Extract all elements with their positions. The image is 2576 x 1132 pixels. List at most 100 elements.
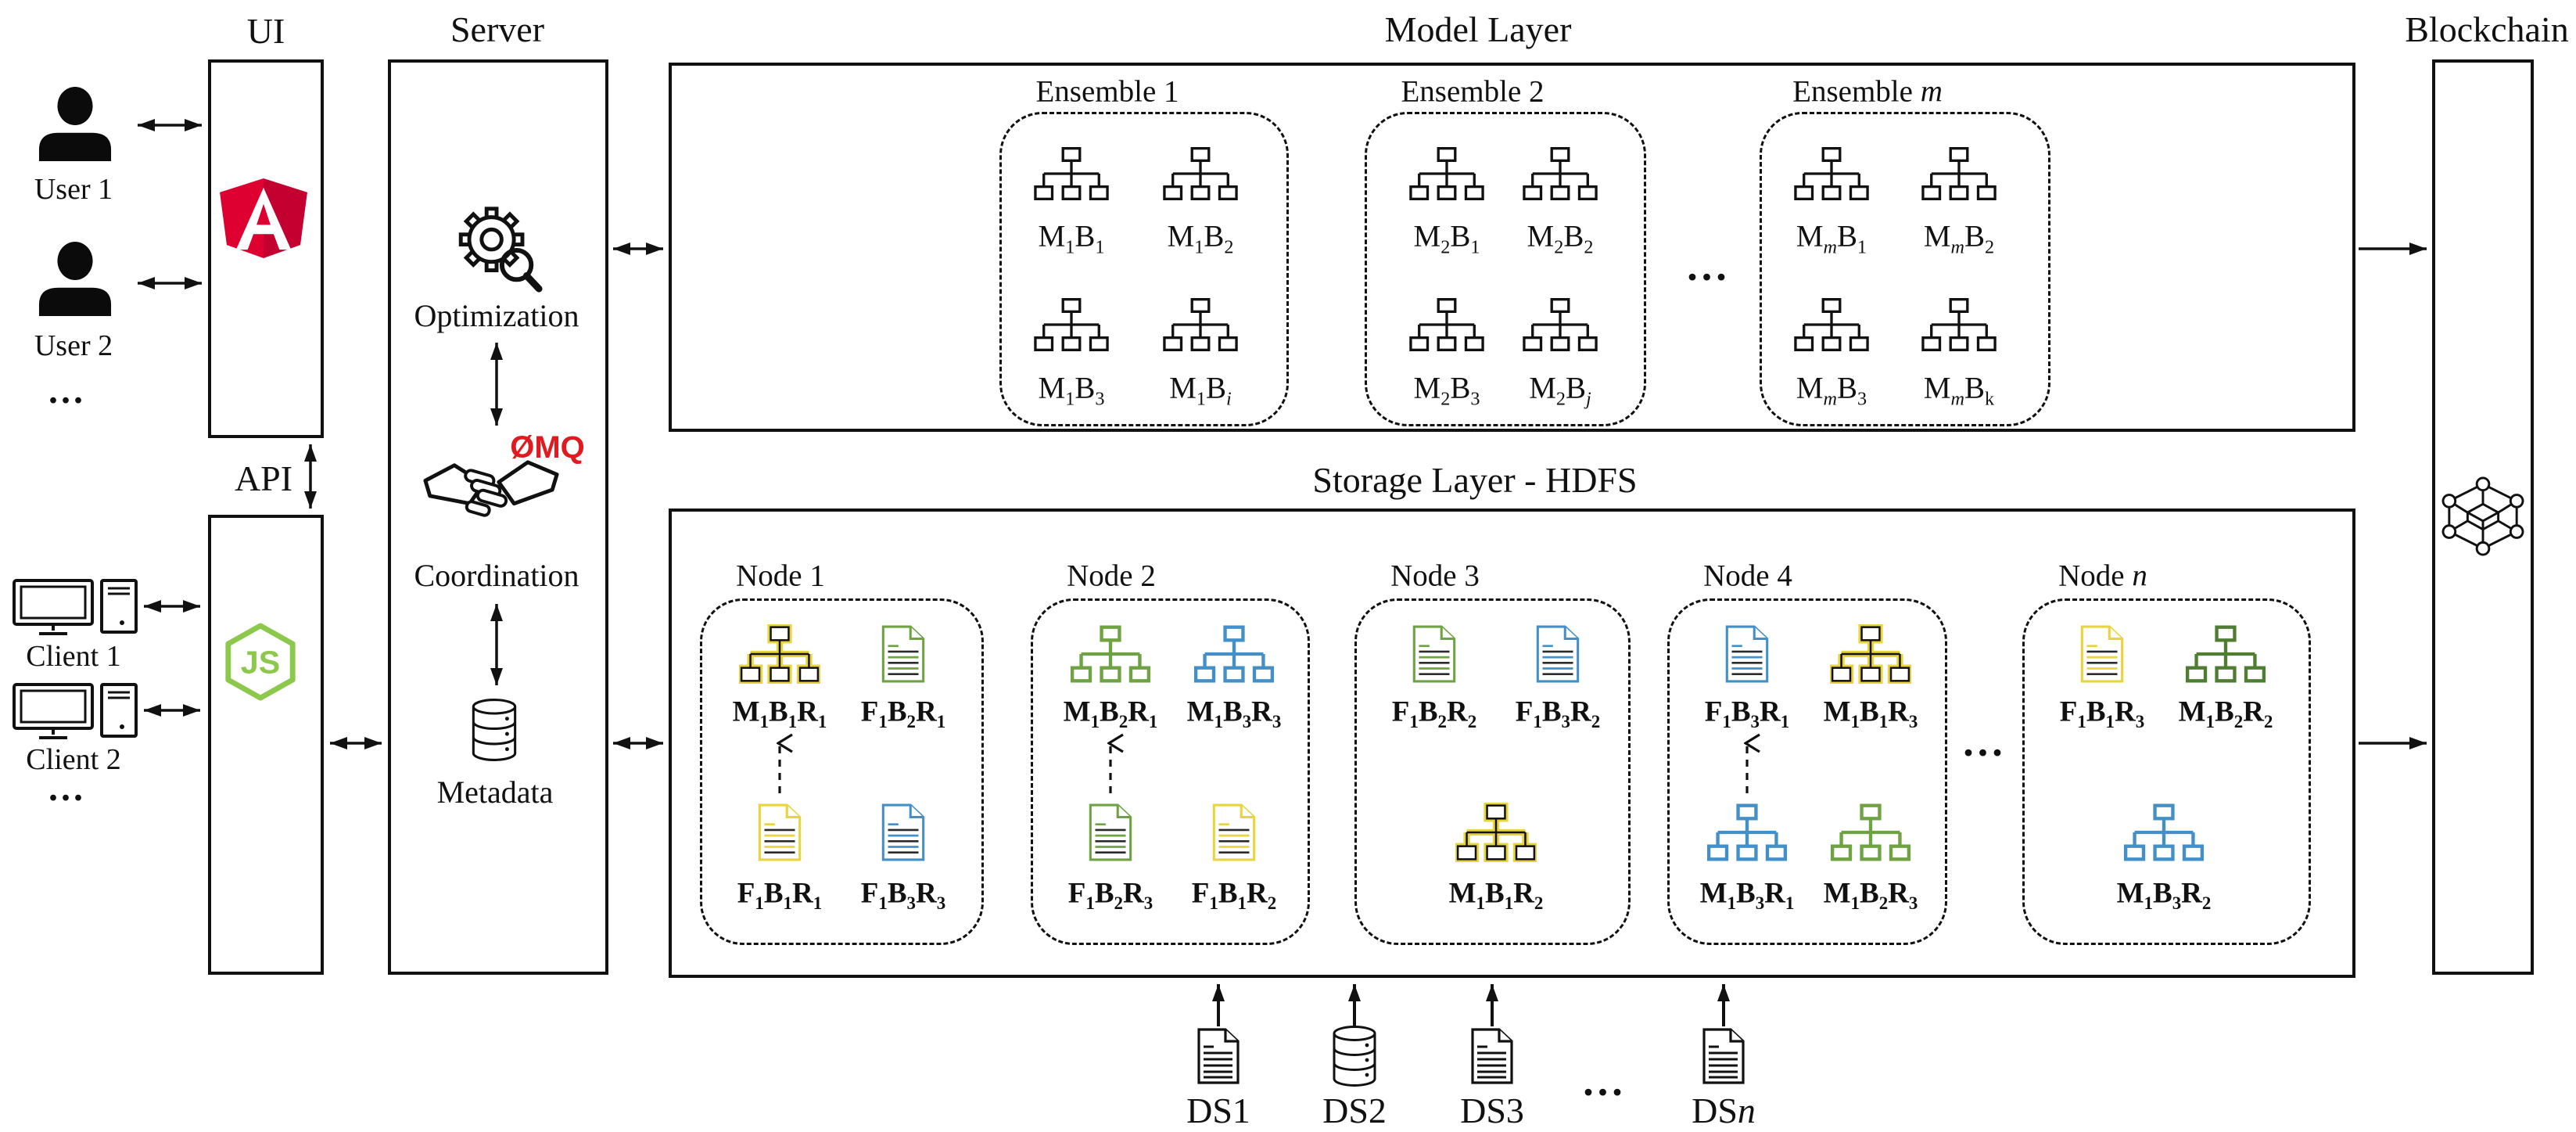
nodejs-logo-icon: JS [223,622,298,702]
model-item-label: M1Bi [1169,371,1232,410]
file-icon [881,803,925,861]
storage-item-label: M1B1R3 [1823,695,1918,731]
storage-item-label: M1B2R1 [1063,695,1158,731]
storage-file-icon [757,803,802,862]
tree-icon [1523,146,1598,201]
model-tree-icon [1522,146,1598,202]
client-icon [13,579,138,643]
blockchain-title: Blockchain [2405,9,2569,49]
datasource-label: DS2 [1322,1090,1387,1130]
ensemble-box [999,112,1289,426]
storage-node-title: Node 2 [1067,559,1156,593]
storage-item-label: M1B3R1 [1699,877,1795,913]
storage-tree-icon [1070,624,1151,684]
file-icon [1197,1028,1240,1084]
storage-item-label: M1B2R2 [2178,695,2273,731]
model-tree-icon [1921,146,1997,202]
storage-tree-icon [739,624,820,684]
user-icon [32,242,118,318]
storage-tree-icon [2185,624,2266,684]
tree-icon [1163,146,1238,201]
handshake-icon [422,448,560,534]
workstation-icon [13,579,138,635]
datasources-ellipsis: ... [1583,1057,1627,1105]
nodejs-logo-icon: JS [225,623,296,701]
database-icon [1333,1026,1376,1087]
tree-icon [1034,297,1109,352]
tree-icon [1193,625,1275,683]
datasource-file-icon [1702,1027,1745,1085]
model-tree-icon [1793,296,1870,353]
ensemble-title: Ensemble 1 [1035,74,1179,109]
server-title: Server [450,9,545,49]
model-tree-icon [1162,296,1239,353]
gear-search-icon [458,207,543,293]
nodes-ellipsis: ... [1963,717,2007,765]
tree-icon [1409,146,1484,201]
datasource-label: DS1 [1186,1090,1250,1130]
model-tree-icon [1793,146,1870,202]
metadata-label: Metadata [436,774,554,810]
datasource-label: DSn [1692,1090,1756,1130]
storage-item-label: M1B3R3 [1186,695,1282,731]
storage-node-box [2022,598,2311,945]
tree-icon [1706,803,1788,861]
tree-icon [1921,297,1997,352]
model-item-label: M2B3 [1413,371,1480,410]
handshake-icon [423,460,559,517]
storage-item-label: M1B2R3 [1823,877,1918,913]
model-layer-title: Model Layer [1384,9,1572,49]
storage-tree-icon [1706,803,1788,862]
client-icon [13,683,138,747]
storage-item-label: F1B2R1 [860,695,946,731]
ui-title: UI [246,10,285,51]
database-icon [472,699,517,761]
tree-icon [1830,803,1911,861]
angular-logo-icon [220,178,307,258]
tree-icon [739,624,820,684]
clients-ellipsis: ... [48,767,86,809]
svg-text:JS: JS [241,645,280,681]
storage-tree-icon [1455,803,1537,862]
storage-file-icon [881,624,926,684]
storage-item-label: F1B2R2 [1391,695,1477,731]
datasource-label: DS3 [1460,1090,1524,1130]
model-tree-icon [1408,296,1485,353]
person-icon [38,242,112,317]
client-label: Client 1 [26,640,121,674]
storage-item-label: M1B3R2 [2116,877,2212,913]
storage-tree-icon [1830,803,1911,862]
gear-search-icon [448,199,545,296]
model-tree-icon [1033,146,1110,202]
coordination-label: Coordination [414,558,579,593]
user-icon [32,87,118,164]
file-icon [1412,625,1456,683]
ensemble-title: Ensemble m [1792,74,1943,109]
model-item-label: M1B1 [1038,219,1105,258]
file-icon [2080,625,2124,683]
model-item-label: MmBk [1923,371,1995,410]
ensemble-box [1760,112,2050,426]
storage-node-title: Node 4 [1703,559,1792,593]
ensembles-ellipsis: ... [1687,242,1731,289]
storage-tree-icon [2123,803,2205,862]
database-icon [470,698,518,762]
model-item-label: M2B1 [1413,219,1480,258]
optimization-label: Optimization [414,298,579,333]
storage-item-label: F1B1R3 [2059,695,2145,731]
storage-file-icon [1412,624,1457,684]
storage-item-label: F1B3R2 [1515,695,1601,731]
storage-item-label: F1B3R1 [1704,695,1790,731]
tree-icon [1455,803,1537,862]
storage-node-box [1354,598,1631,945]
workstation-icon [13,683,138,739]
model-tree-icon [1408,146,1485,202]
storage-item-label: M1B1R2 [1448,877,1544,913]
cube-network-icon [2441,476,2524,556]
tree-icon [1830,624,1911,684]
tree-icon [1794,297,1869,352]
tree-icon [1070,625,1151,683]
tree-icon [1163,297,1238,352]
tree-icon [2185,625,2266,683]
datasource-file-icon [1197,1027,1240,1085]
